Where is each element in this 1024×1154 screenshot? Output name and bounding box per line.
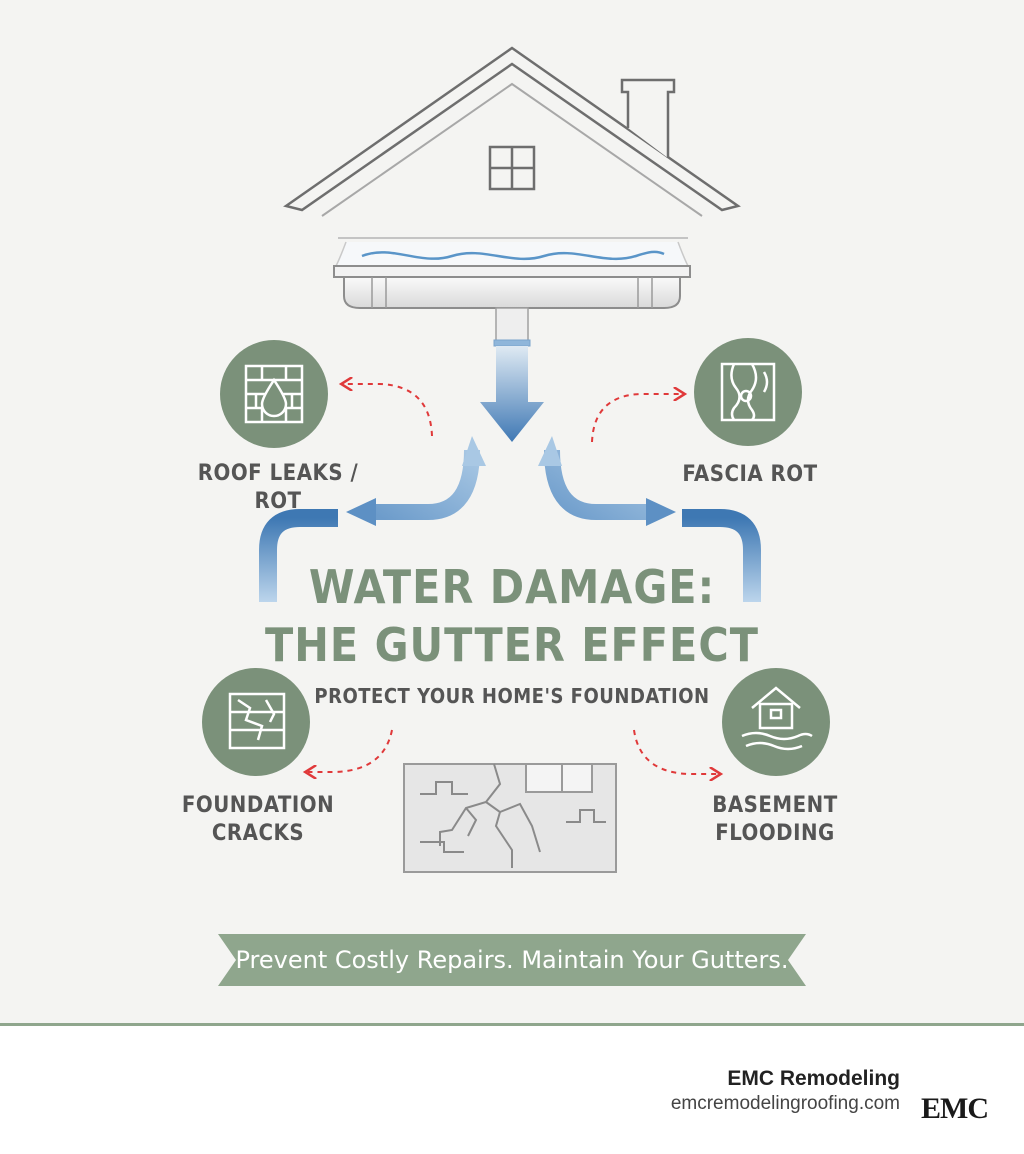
warning-arrows (308, 384, 718, 774)
company-name: EMC Remodeling (727, 1067, 900, 1090)
banner-ribbon (218, 934, 806, 986)
foundation-cracks-label: FOUNDATION CRACKS (178, 792, 338, 848)
downspout-arrow-icon (480, 346, 544, 442)
company-url[interactable]: emcremodelingroofing.com (670, 1093, 900, 1114)
brick-wall-drop-icon (220, 340, 328, 448)
cracked-foundation-icon (403, 763, 617, 873)
basement-flooding-label: BASEMENT FLOODING (700, 792, 850, 848)
cracked-wall-icon (202, 668, 310, 776)
subtitle: PROTECT YOUR HOME'S FOUNDATION (314, 684, 710, 708)
flow-arrows (259, 436, 761, 602)
title-line2: THE GUTTER EFFECT (265, 618, 759, 672)
wood-grain-icon (694, 338, 802, 446)
fascia-rot-label: FASCIA ROT (682, 462, 818, 487)
footer-divider (0, 1023, 1024, 1026)
logo-text: EMC (921, 1092, 989, 1125)
house-roof-icon (283, 46, 741, 217)
basement-flooding-line2: FLOODING (715, 821, 835, 846)
banner-text: Prevent Costly Repairs. Maintain Your Gu… (235, 946, 789, 974)
foundation-cracks-line2: CRACKS (211, 821, 305, 846)
gutter-icon (333, 237, 691, 347)
footer (0, 1026, 1024, 1154)
brand-block: EMC Remodeling emcremodelingroofing.com (671, 1066, 900, 1116)
foundation-cracks-line1: FOUNDATION (181, 793, 335, 818)
basement-flooding-line1: BASEMENT (712, 793, 838, 818)
flooded-house-icon (722, 668, 830, 776)
title-line1: WATER DAMAGE: (308, 560, 716, 614)
roof-leaks-label: ROOF LEAKS / ROT (197, 461, 359, 514)
